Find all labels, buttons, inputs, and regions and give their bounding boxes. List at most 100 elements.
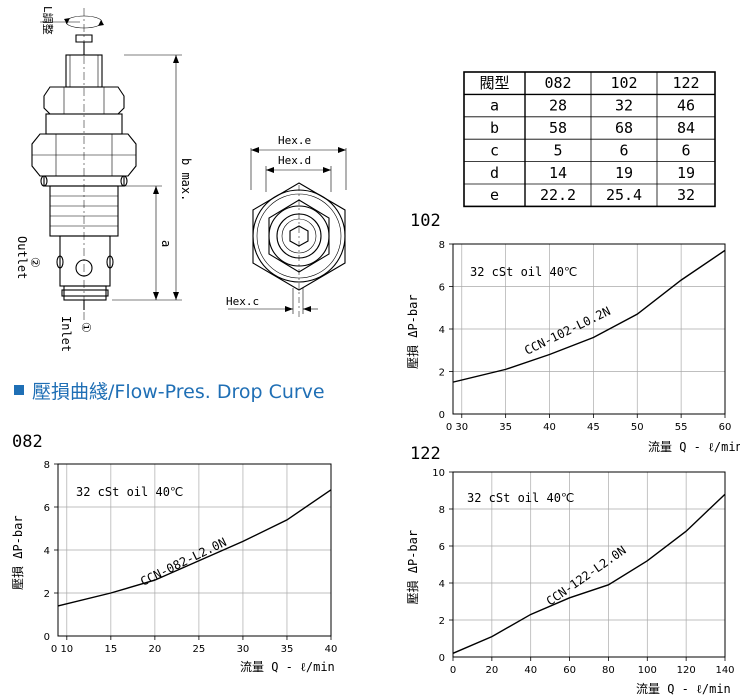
x-tick-label: 120 (677, 665, 696, 676)
hex-d-label: Hex.d (278, 154, 311, 167)
x-tick-label: 45 (587, 422, 600, 433)
table-header-cell: 082 (544, 74, 571, 92)
y-axis-label: 壓損 ΔP-bar (405, 294, 420, 369)
x-tick-label: 140 (715, 665, 734, 676)
y-origin-label: 0 (44, 632, 50, 643)
inlet-label: Inlet (59, 316, 73, 352)
table-header-cell: 122 (672, 74, 699, 92)
chart-annotation: 32 cSt oil 40℃ (467, 491, 574, 505)
x-tick-label: 10 (60, 644, 73, 655)
table-cell: 46 (677, 97, 695, 115)
x-axis-label: 流量 Q - ℓ/min (240, 660, 335, 674)
cartridge-side-view: L調整 (15, 6, 193, 352)
series-label: CCN-102-L0.2N (522, 304, 613, 358)
outlet-label: Outlet (15, 236, 29, 279)
chart-102: 102 30 35 40 45 50 55 60 0 2 4 6 8 0 壓損 ΔP-bar 流量 Q - ℓ… (405, 211, 740, 454)
x-tick-label: 20 (485, 665, 498, 676)
table-cell: a (490, 97, 499, 115)
table-header-cell: 102 (610, 74, 637, 92)
plot-frame (452, 471, 726, 658)
chart-annotation: 32 cSt oil 40℃ (470, 265, 577, 279)
x-tick-label: 40 (325, 644, 338, 655)
y-tick-label: 10 (432, 468, 445, 479)
table-cell: 5 (553, 141, 562, 159)
series-label: CCN-082-L2.0N (138, 535, 229, 589)
x-tick-label: 55 (675, 422, 688, 433)
table-cell: 19 (615, 164, 633, 182)
table-cell: 28 (549, 97, 567, 115)
table-cell: 14 (549, 164, 567, 182)
table-cell: d (490, 164, 499, 182)
y-tick-label: 8 (439, 505, 445, 516)
table-cell: 19 (677, 164, 695, 182)
table-cell: c (490, 141, 499, 159)
y-origin-label: 0 (439, 410, 445, 421)
table-cell: e (490, 186, 499, 204)
x-tick-label: 40 (524, 665, 537, 676)
table-cell: 6 (619, 141, 628, 159)
table-cell: 25.4 (606, 186, 642, 204)
outlet-number: ② (28, 257, 42, 268)
y-tick-label: 8 (44, 460, 50, 471)
y-axis-label: 壓損 ΔP-bar (405, 530, 420, 605)
x-tick-label: 40 (543, 422, 556, 433)
table-cell: b (490, 119, 499, 137)
y-tick-label: 6 (439, 542, 445, 553)
x-tick-label: 15 (104, 644, 117, 655)
table-cell: 22.2 (540, 186, 576, 204)
y-tick-label: 2 (439, 616, 445, 627)
x-tick-label: 25 (193, 644, 206, 655)
y-tick-label: 6 (439, 283, 445, 294)
y-tick-label: 4 (439, 325, 445, 336)
section-square-icon (14, 385, 24, 395)
x-axis-label: 流量 Q - ℓ/min (648, 440, 740, 454)
y-tick-label: 2 (439, 368, 445, 379)
series-line (452, 493, 726, 654)
y-tick-label: 4 (44, 546, 50, 557)
x-tick-label: 30 (237, 644, 250, 655)
plot-frame (57, 463, 332, 637)
plot-frame (452, 243, 726, 415)
a-label: a (159, 240, 173, 247)
y-tick-label: 6 (44, 503, 50, 514)
table-cell: 68 (615, 119, 633, 137)
table-cell: 32 (677, 186, 695, 204)
chart-title: 102 (410, 211, 441, 231)
y-tick-label: 8 (439, 240, 445, 251)
x-tick-label: 80 (602, 665, 615, 676)
table-header-cell: 閥型 (479, 74, 509, 92)
x-tick-label: 30 (455, 422, 468, 433)
y-axis-label: 壓損 ΔP-bar (10, 515, 25, 590)
x-origin-label: 0 (446, 422, 452, 433)
series-label: CCN-122-L2.0N (544, 543, 629, 608)
x-tick-label: 0 (450, 665, 456, 676)
table-cell: 32 (615, 97, 633, 115)
x-tick-label: 60 (563, 665, 576, 676)
section-title: 壓損曲綫/Flow-Pres. Drop Curve (32, 381, 325, 403)
inlet-number: ① (79, 322, 93, 333)
table-cell: 84 (677, 119, 695, 137)
chart-title: 122 (410, 444, 441, 464)
x-tick-label: 35 (499, 422, 512, 433)
adjust-label: L調整 (41, 6, 55, 35)
x-tick-label: 35 (281, 644, 294, 655)
hex-e-label: Hex.e (278, 134, 311, 147)
b-max-label: b max. (179, 158, 193, 201)
x-tick-label: 20 (149, 644, 162, 655)
cartridge-top-view: Hex.e Hex.d Hex.c (226, 134, 347, 320)
x-tick-label: 100 (638, 665, 657, 676)
x-axis-label: 流量 Q - ℓ/min (636, 682, 731, 696)
y-tick-label: 2 (44, 589, 50, 600)
y-tick-label: 4 (439, 579, 445, 590)
chart-annotation: 32 cSt oil 40℃ (76, 485, 183, 499)
y-origin-label: 0 (439, 653, 445, 664)
x-tick-label: 50 (631, 422, 644, 433)
x-tick-label: 60 (719, 422, 732, 433)
x-origin-label: 0 (51, 644, 57, 655)
table-cell: 58 (549, 119, 567, 137)
hex-c-label: Hex.c (226, 295, 259, 308)
